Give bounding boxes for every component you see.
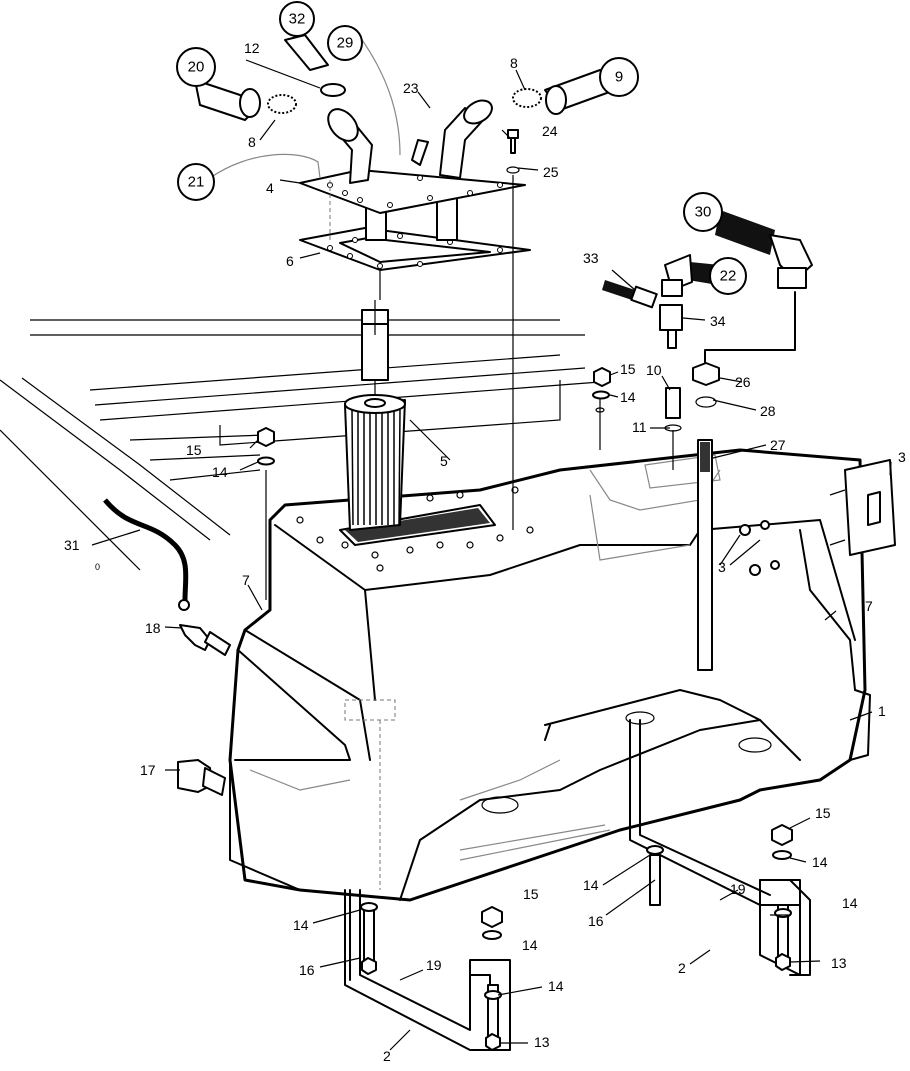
label-27: 27 [770,437,786,453]
label-7-left: 7 [242,572,250,588]
svg-text:9: 9 [615,69,623,86]
hoses [194,29,813,671]
label-6: 6 [286,253,294,269]
label-8-right: 8 [510,55,518,71]
callout-9: 9 [599,57,639,97]
svg-text:29: 29 [337,35,354,52]
callout-21: 21 [177,163,215,201]
part-labels: 12 23 8 8 24 25 4 6 33 34 26 28 10 15 14… [64,40,906,1064]
label-28: 28 [760,403,776,419]
label-19-right: 19 [730,881,746,897]
circle-callouts: 20 32 29 9 21 30 22 [176,1,747,295]
sender-plate [299,99,526,241]
label-18: 18 [145,620,161,636]
svg-text:30: 30 [695,204,712,221]
label-33: 33 [583,250,599,266]
label-7-right: 7 [865,598,873,614]
fuel-tank [228,448,871,902]
label-3-top: 3 [898,449,906,465]
label-3-lower: 3 [718,559,726,575]
label-14-left: 14 [212,464,228,480]
label-16-right: 16 [588,913,604,929]
label-15-left: 15 [186,442,202,458]
label-23: 23 [403,80,419,96]
label-13-right: 13 [831,955,847,971]
sender-wire [103,498,231,796]
label-2-right: 2 [678,960,686,976]
label-8-left: 8 [248,134,256,150]
label-34: 34 [710,313,726,329]
label-5: 5 [440,453,448,469]
label-14-mid-strap: 14 [583,877,599,893]
label-14-bottom-strap: 14 [548,978,564,994]
label-14-right-strap-side: 14 [842,895,858,911]
label-17: 17 [140,762,156,778]
flange-holes [296,486,534,572]
label-16-left: 16 [299,962,315,978]
alignment-lines [265,175,674,890]
label-11: 11 [632,419,647,435]
label-14-left-strap: 14 [293,917,309,933]
strap-hardware [360,824,793,1051]
fuel-filter [344,309,406,531]
label-15-right-strap: 15 [815,805,831,821]
label-10: 10 [646,362,662,378]
mount-plate [739,459,896,576]
callout-22: 22 [709,257,747,295]
label-31: 31 [64,537,80,553]
frame-rails [0,319,601,571]
label-14-upper-right: 14 [620,389,636,405]
label-4: 4 [266,180,274,196]
svg-text:22: 22 [720,268,737,285]
label-24: 24 [542,123,558,139]
label-1: 1 [878,703,886,719]
label-13-left: 13 [534,1034,550,1050]
leader-lines [91,59,892,1051]
svg-text:32: 32 [289,11,306,28]
callout-30: 30 [683,192,723,232]
callout-20: 20 [176,47,216,87]
label-2-left: 2 [383,1048,391,1064]
sender-gasket [299,227,531,271]
label-14-right-strap-top: 14 [812,854,828,870]
callout-29: 29 [327,25,363,61]
label-26: 26 [735,374,751,390]
label-12: 12 [244,40,260,56]
label-15-bottom: 15 [523,886,539,902]
nuts-washers [257,129,611,466]
label-0: 0 [95,562,100,572]
svg-text:21: 21 [188,174,205,191]
label-15-upper-right: 15 [620,361,636,377]
svg-text:20: 20 [188,59,205,76]
label-25: 25 [543,164,559,180]
label-19-left: 19 [426,957,442,973]
label-14-bottom: 14 [522,937,538,953]
callout-32: 32 [279,1,315,37]
